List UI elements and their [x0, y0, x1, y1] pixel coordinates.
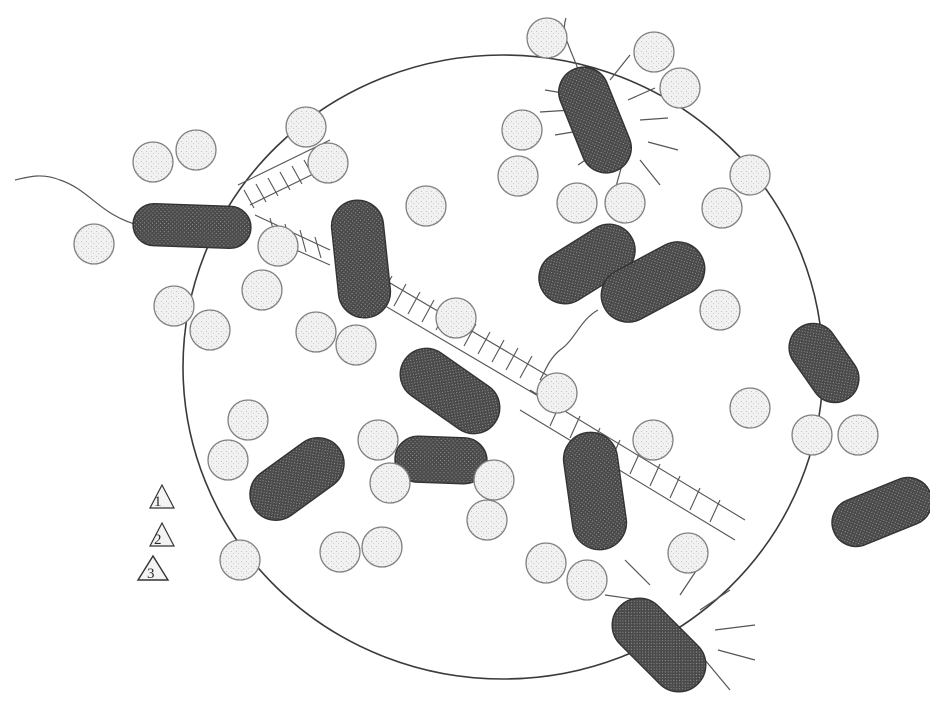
granules — [74, 18, 878, 600]
floc-boundary — [183, 55, 823, 679]
granule — [660, 68, 700, 108]
granule — [320, 532, 360, 572]
granule — [286, 107, 326, 147]
granule — [362, 527, 402, 567]
bacterium — [240, 427, 355, 530]
granule — [502, 110, 542, 150]
granule — [838, 415, 878, 455]
granule — [700, 290, 740, 330]
legend-item-2: 2 — [150, 523, 174, 548]
granule — [527, 18, 567, 58]
bacterium — [601, 587, 717, 703]
bacterium — [132, 203, 251, 249]
granule — [792, 415, 832, 455]
granule — [526, 543, 566, 583]
legend-label-3: 3 — [147, 566, 155, 582]
granule — [208, 440, 248, 480]
granule — [634, 32, 674, 72]
granule — [133, 142, 173, 182]
bacteria — [132, 60, 930, 703]
granule — [406, 186, 446, 226]
flagellum — [540, 310, 598, 380]
legend-item-1: 1 — [150, 485, 174, 510]
granule — [668, 533, 708, 573]
granule — [436, 298, 476, 338]
granule — [633, 420, 673, 460]
granule — [474, 460, 514, 500]
flagellum — [15, 176, 138, 225]
granule — [296, 312, 336, 352]
granule — [567, 560, 607, 600]
bacterium — [551, 60, 639, 181]
granule — [228, 400, 268, 440]
legend-label-1: 1 — [154, 494, 162, 510]
granule — [154, 286, 194, 326]
granule — [498, 156, 538, 196]
granule — [702, 188, 742, 228]
granule — [190, 310, 230, 350]
legend-item-3: 3 — [138, 556, 168, 582]
granule — [176, 130, 216, 170]
bacterium — [825, 470, 930, 553]
granule — [605, 183, 645, 223]
flagella — [15, 18, 755, 690]
granule — [258, 226, 298, 266]
legend-label-2: 2 — [154, 532, 162, 548]
bacterium — [329, 198, 393, 321]
granule — [74, 224, 114, 264]
granule — [537, 373, 577, 413]
bacterium — [780, 314, 869, 412]
bacterium — [390, 338, 510, 444]
granule — [358, 420, 398, 460]
granule — [242, 270, 282, 310]
granule — [730, 388, 770, 428]
granule — [557, 183, 597, 223]
granule — [467, 500, 507, 540]
bacterium — [560, 429, 630, 553]
granule — [370, 463, 410, 503]
granule — [220, 540, 260, 580]
granule — [336, 325, 376, 365]
granule — [730, 155, 770, 195]
legend: 1 2 3 — [138, 485, 174, 582]
granule — [308, 143, 348, 183]
